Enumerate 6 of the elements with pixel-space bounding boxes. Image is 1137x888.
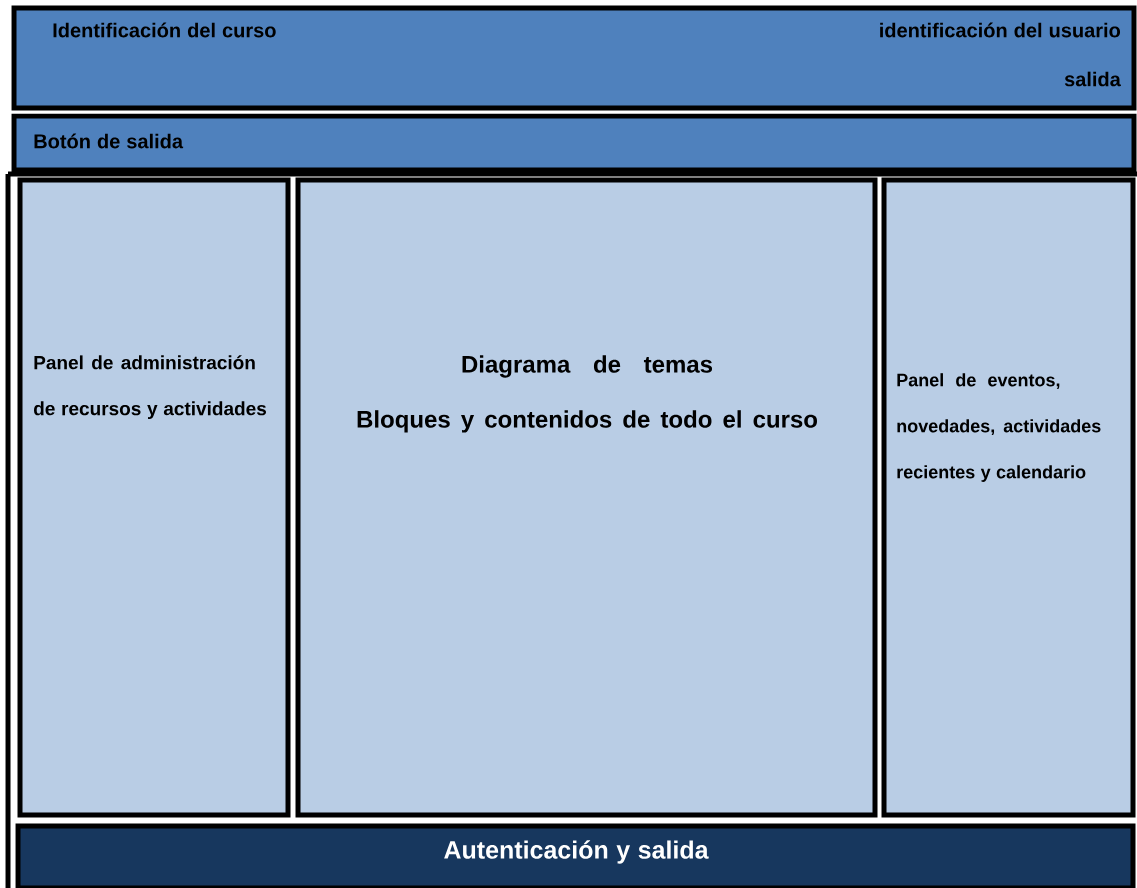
content-panel: Diagrama de temas Bloques y contenidos de todo el curso [295, 177, 878, 818]
footer-bar: Autenticación y salida [15, 823, 1136, 888]
header-bar: Identificación del curso identificación del usuario salida [11, 5, 1137, 111]
side-panel: Panel de eventos, novedades, actividades recientes y calendario [881, 177, 1136, 818]
side-panel: Panel de administración de recursos y actividades [17, 177, 291, 818]
exit-button-bar: Botón de salida [11, 113, 1137, 173]
